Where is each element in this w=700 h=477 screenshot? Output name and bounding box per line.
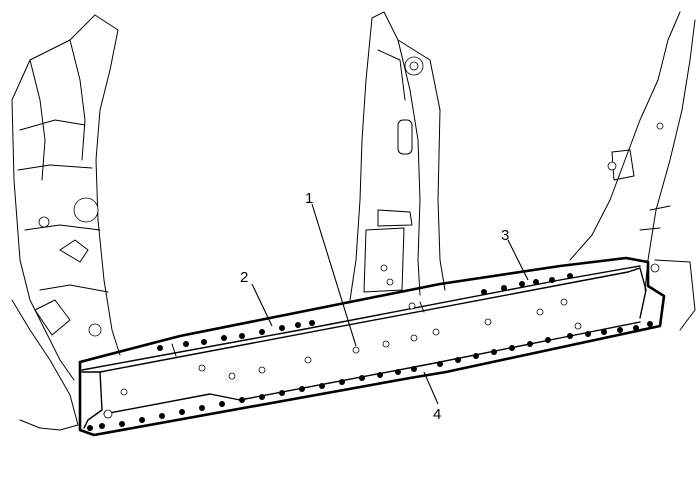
callout-4-leader	[423, 371, 439, 405]
front-body-structure	[11, 14, 121, 431]
callout-1-label: 1	[305, 190, 313, 207]
callout-2-label: 2	[240, 269, 248, 286]
callout-3-leader	[507, 239, 529, 281]
rocker-panel	[78, 256, 666, 437]
rear-body-structure	[569, 11, 696, 331]
callouts: 1 2 3 4	[240, 190, 529, 423]
weld-row-bottom	[87, 321, 653, 431]
callout-1-leader	[311, 203, 357, 347]
rocker-outer-outline	[78, 256, 666, 437]
callout-4-label: 4	[433, 406, 441, 423]
callout-3-label: 3	[501, 227, 509, 244]
callout-2-leader	[251, 283, 273, 327]
center-pillar	[349, 11, 446, 301]
weld-row-top-rear	[481, 273, 573, 295]
weld-row-top-front	[157, 320, 315, 351]
